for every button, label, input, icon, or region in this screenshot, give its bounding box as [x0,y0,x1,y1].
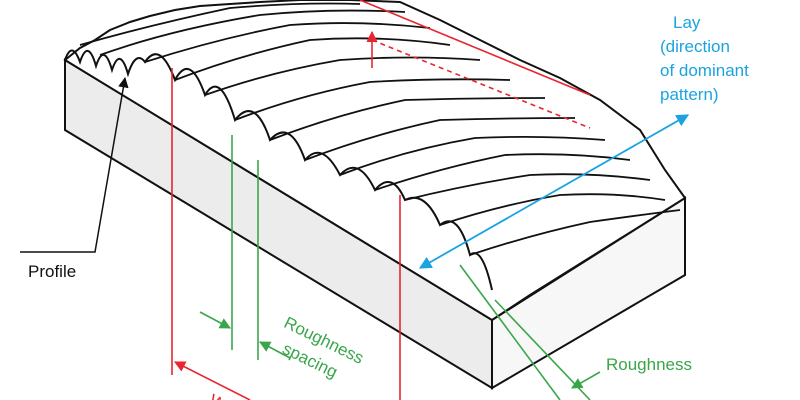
profile-leader [20,76,129,253]
waviness-spacing-arrow [174,361,251,400]
lay-direction-arrow [418,114,690,269]
roughness-label: Roughness [606,355,692,374]
waviness-spacing-label: W [206,391,229,400]
roughness-arrow [571,371,601,389]
roughness-spacing-arrow-right [259,341,291,359]
roughness-lines [231,135,591,400]
profile-label: Profile [28,262,76,281]
roughness-spacing-arrow-left [199,311,231,329]
waviness-lines [171,0,591,400]
lay-label: Lay (direction of dominant pattern) [660,13,754,104]
roughness-spacing-label: Roughness spacing [271,313,371,391]
